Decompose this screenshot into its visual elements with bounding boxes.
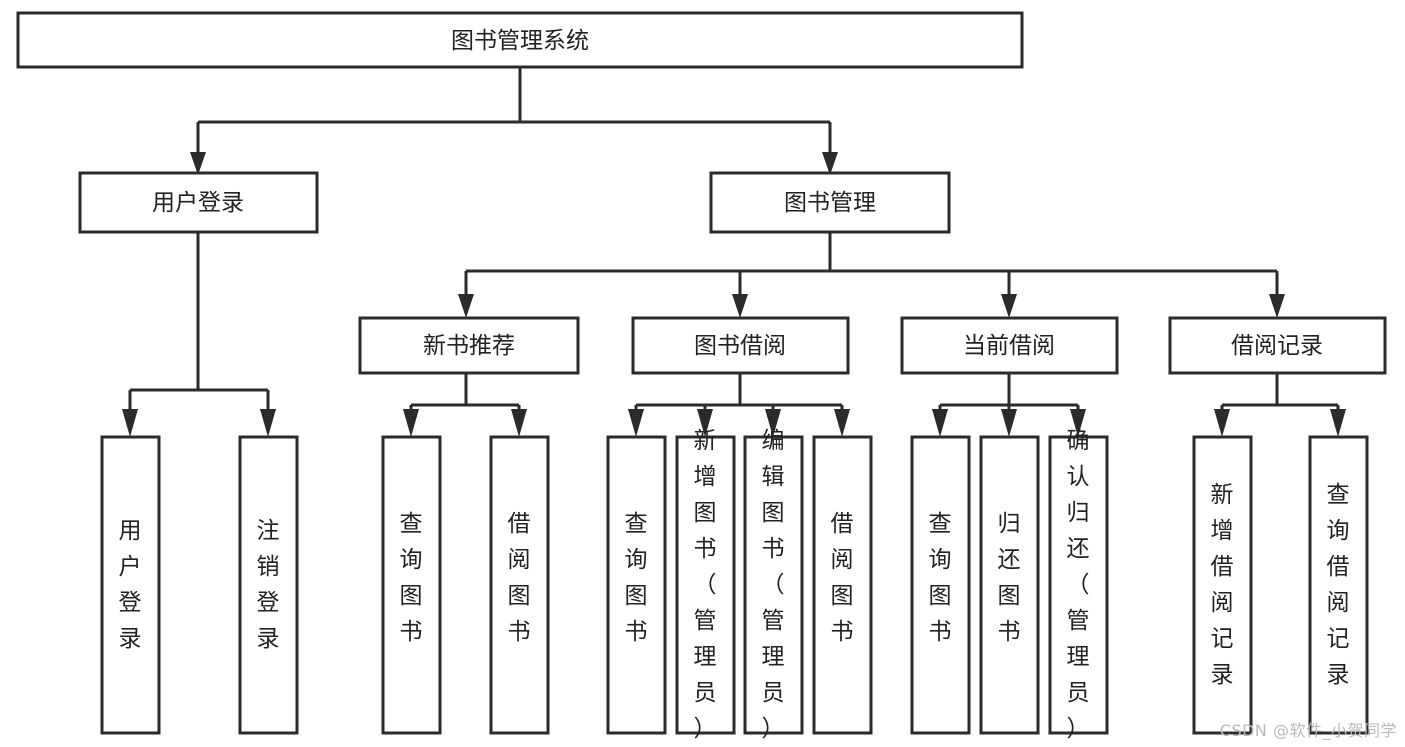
- node-leaf-borrow-book-1-box[interactable]: [489, 435, 550, 735]
- node-root-label: 图书管理系统: [451, 28, 589, 54]
- node-user-login-box[interactable]: [78, 171, 319, 234]
- node-current-borrow-box[interactable]: [900, 316, 1119, 375]
- arrow-head-user-login: [190, 152, 206, 175]
- arrow-head-leaf-query-book-3: [932, 409, 948, 437]
- node-leaf-edit-book-box[interactable]: [743, 435, 804, 735]
- node-leaf-query-book-1-label: 查询图书: [400, 511, 423, 645]
- node-leaf-confirm-return-box[interactable]: [1048, 435, 1109, 735]
- node-user-login[interactable]: 用户登录: [78, 171, 319, 234]
- node-user-login-label: 用户登录: [152, 190, 244, 216]
- node-book-manage[interactable]: 图书管理: [709, 171, 951, 234]
- node-leaf-query-book-2[interactable]: 查询图书: [606, 435, 667, 735]
- arrow-head-new-book-rec: [458, 294, 474, 318]
- node-leaf-return-book[interactable]: 归还图书: [979, 435, 1040, 735]
- node-leaf-query-record-label: 查询借阅记录: [1327, 482, 1350, 688]
- arrow-head-current-borrow: [1001, 294, 1017, 318]
- node-leaf-add-book-label: 新增图书（管理员）: [694, 428, 717, 742]
- node-leaf-borrow-book-2[interactable]: 借阅图书: [812, 435, 873, 735]
- node-book-manage-label: 图书管理: [784, 190, 876, 216]
- node-leaf-add-book[interactable]: 新增图书（管理员）: [675, 428, 736, 742]
- node-new-book-rec-label: 新书推荐: [423, 333, 515, 359]
- node-current-borrow[interactable]: 当前借阅: [900, 316, 1119, 375]
- node-leaf-borrow-book-1[interactable]: 借阅图书: [489, 435, 550, 735]
- node-leaf-query-book-3[interactable]: 查询图书: [910, 435, 971, 735]
- node-leaf-return-book-box[interactable]: [979, 435, 1040, 735]
- node-leaf-confirm-return[interactable]: 确认归还（管理员）: [1048, 428, 1109, 742]
- arrow-head-leaf-logout: [260, 409, 276, 437]
- node-leaf-add-record[interactable]: 新增借阅记录: [1192, 435, 1253, 735]
- arrow-head-leaf-return-book: [1001, 409, 1017, 437]
- csdn-watermark: CSDN @软件_小贺同学: [1219, 721, 1397, 740]
- node-leaf-user-login[interactable]: 用户登录: [100, 435, 161, 735]
- arrow-head-borrow-record: [1269, 294, 1285, 318]
- node-leaf-logout-box[interactable]: [238, 435, 299, 735]
- node-leaf-borrow-book-1-label: 借阅图书: [508, 511, 531, 645]
- node-leaf-borrow-book-2-label: 借阅图书: [831, 511, 854, 645]
- node-leaf-query-book-1[interactable]: 查询图书: [381, 435, 442, 735]
- node-book-borrow-label: 图书借阅: [694, 333, 786, 359]
- arrow-head-book-borrow: [732, 294, 748, 318]
- node-leaf-edit-book-label: 编辑图书（管理员）: [762, 428, 785, 742]
- node-leaf-return-book-label: 归还图书: [998, 511, 1021, 645]
- node-book-borrow-box[interactable]: [631, 316, 850, 375]
- arrow-head-leaf-query-book-2: [628, 409, 644, 437]
- arrow-head-leaf-confirm-return: [1070, 409, 1086, 437]
- arrow-head-leaf-query-book-1: [403, 409, 419, 437]
- node-borrow-record-label: 借阅记录: [1231, 333, 1323, 359]
- arrow-head-leaf-borrow-book-1: [511, 409, 527, 437]
- node-root-box[interactable]: [16, 11, 1024, 69]
- node-leaf-logout[interactable]: 注销登录: [238, 435, 299, 735]
- node-leaf-query-book-2-label: 查询图书: [625, 511, 648, 645]
- node-new-book-rec[interactable]: 新书推荐: [358, 316, 580, 375]
- arrow-head-leaf-add-book: [697, 409, 713, 437]
- node-leaf-add-record-box[interactable]: [1192, 435, 1253, 735]
- node-leaf-user-login-box[interactable]: [100, 435, 161, 735]
- node-borrow-record[interactable]: 借阅记录: [1168, 316, 1387, 375]
- node-leaf-confirm-return-label: 确认归还（管理员）: [1067, 428, 1090, 742]
- node-leaf-edit-book[interactable]: 编辑图书（管理员）: [743, 428, 804, 742]
- node-book-borrow[interactable]: 图书借阅: [631, 316, 850, 375]
- node-leaf-add-book-box[interactable]: [675, 435, 736, 735]
- node-leaf-query-book-2-box[interactable]: [606, 435, 667, 735]
- node-leaf-user-login-label: 用户登录: [119, 518, 142, 652]
- node-leaf-query-book-3-label: 查询图书: [929, 511, 952, 645]
- node-leaf-query-record-box[interactable]: [1308, 435, 1369, 735]
- node-root[interactable]: 图书管理系统: [16, 11, 1024, 69]
- node-leaf-query-record[interactable]: 查询借阅记录: [1308, 435, 1369, 735]
- node-new-book-rec-box[interactable]: [358, 316, 580, 375]
- node-leaf-query-book-3-box[interactable]: [910, 435, 971, 735]
- arrow-head-leaf-add-record: [1214, 409, 1230, 437]
- arrow-head-leaf-user-login: [122, 409, 138, 437]
- arrow-head-leaf-query-record: [1330, 409, 1346, 437]
- node-leaf-borrow-book-2-box[interactable]: [812, 435, 873, 735]
- node-book-manage-box[interactable]: [709, 171, 951, 234]
- arrow-head-book-manage: [822, 152, 838, 175]
- node-leaf-add-record-label: 新增借阅记录: [1211, 482, 1234, 688]
- arrow-head-leaf-edit-book: [765, 409, 781, 437]
- node-current-borrow-label: 当前借阅: [963, 333, 1055, 359]
- node-borrow-record-box[interactable]: [1168, 316, 1387, 375]
- arrow-head-leaf-borrow-book-2: [834, 409, 850, 437]
- connector-layer: [122, 67, 1346, 437]
- node-leaf-logout-label: 注销登录: [257, 518, 280, 652]
- node-leaf-query-book-1-box[interactable]: [381, 435, 442, 735]
